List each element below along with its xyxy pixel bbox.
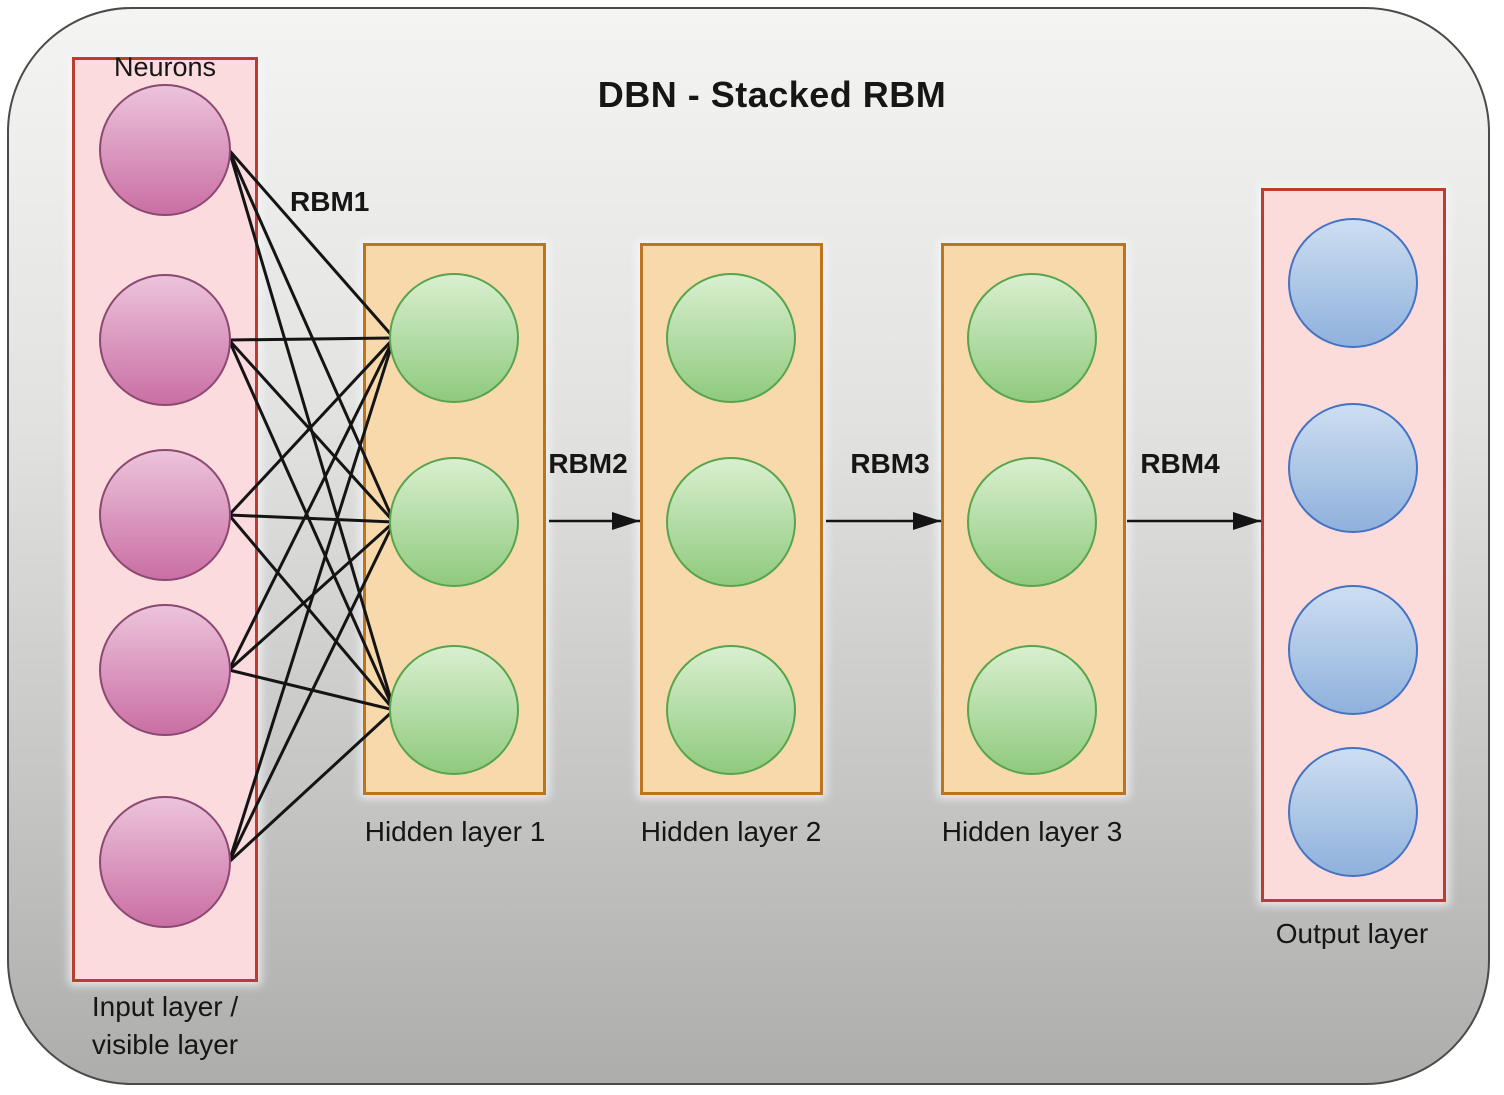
hidden1-neuron — [389, 645, 519, 775]
input-neuron — [99, 84, 231, 216]
input-neuron — [99, 449, 231, 581]
output-neuron — [1288, 585, 1418, 715]
hidden-layer-3-label: Hidden layer 3 — [941, 816, 1123, 847]
rbm3-label: RBM3 — [850, 448, 930, 479]
hidden1-neuron — [389, 457, 519, 587]
rbm1-label: RBM1 — [290, 186, 370, 217]
input-layer-label-line2: visible layer — [91, 1029, 239, 1060]
hidden1-neuron — [389, 273, 519, 403]
output-neuron — [1288, 403, 1418, 533]
neurons-label: Neurons — [113, 52, 217, 82]
input-layer-label-line1: Input layer / — [91, 991, 239, 1022]
hidden2-neuron — [666, 645, 796, 775]
hidden2-neuron — [666, 273, 796, 403]
hidden2-neuron — [666, 457, 796, 587]
input-neuron — [99, 796, 231, 928]
input-layer-label: Input layer / visible layer — [40, 988, 290, 1064]
output-layer-label: Output layer — [1275, 918, 1429, 949]
rbm2-label: RBM2 — [548, 448, 628, 479]
hidden-layer-1-label: Hidden layer 1 — [364, 816, 546, 847]
hidden3-neuron — [967, 645, 1097, 775]
hidden-layer-2-label: Hidden layer 2 — [640, 816, 822, 847]
rbm4-label: RBM4 — [1140, 448, 1220, 479]
output-neuron — [1288, 218, 1418, 348]
hidden3-neuron — [967, 457, 1097, 587]
hidden3-neuron — [967, 273, 1097, 403]
diagram-title: DBN - Stacked RBM — [597, 74, 947, 115]
output-neuron — [1288, 747, 1418, 877]
input-neuron — [99, 604, 231, 736]
input-neuron — [99, 274, 231, 406]
